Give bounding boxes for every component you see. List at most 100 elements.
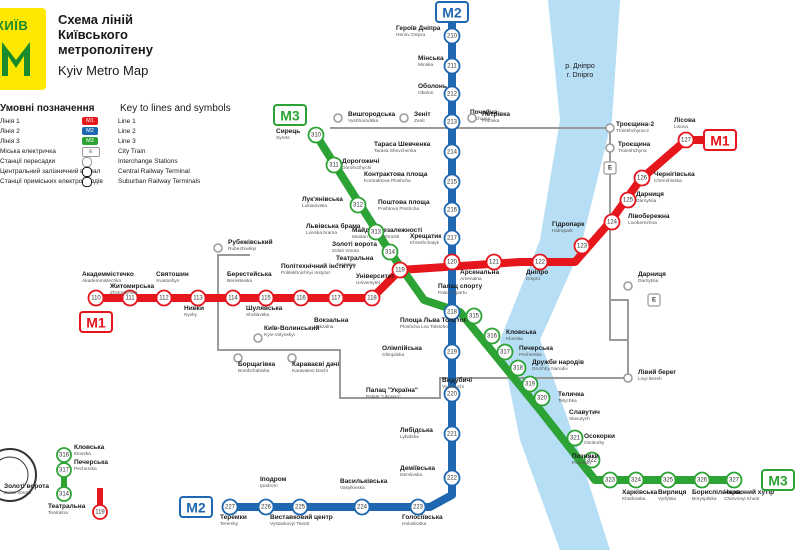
legend-label-en: Central Railway Terminal bbox=[118, 168, 190, 175]
station-number-317: 317 bbox=[500, 350, 511, 356]
train-station-marker bbox=[467, 113, 477, 123]
legend-label-uk: Станції пересадки bbox=[0, 158, 56, 165]
train-station-name: Київ-Волинський bbox=[264, 324, 319, 332]
station-name-en-327: Chervonyi Khutir bbox=[724, 496, 760, 502]
station-marker-325 bbox=[659, 471, 677, 489]
inset-station-number: 317 bbox=[59, 468, 70, 474]
station-number-112: 112 bbox=[159, 296, 169, 302]
station-number-316: 316 bbox=[487, 334, 498, 340]
station-marker-211 bbox=[443, 57, 461, 75]
train-station-marker bbox=[233, 353, 243, 363]
train-station-name-en: Kyiv-Volynskyi bbox=[264, 332, 295, 338]
river-label-uk: р. Дніпро bbox=[565, 62, 595, 70]
legend-heading-uk: Умовні позначення bbox=[0, 103, 95, 114]
legend-label-uk: Лінія 1 bbox=[0, 118, 20, 125]
station-name-en-123: Hidropark bbox=[552, 228, 573, 234]
station-name-en-121: Arsenalna bbox=[460, 276, 482, 282]
station-name-112: Святошин bbox=[156, 271, 189, 278]
station-name-en-118: Universytet bbox=[356, 280, 381, 286]
legend-label-uk: Лінія 3 bbox=[0, 138, 20, 145]
station-marker-217 bbox=[443, 229, 461, 247]
station-name-125: Дарниця bbox=[636, 191, 664, 198]
station-number-322: 322 bbox=[587, 458, 598, 464]
station-number-223: 223 bbox=[413, 505, 424, 511]
station-name-en-126: Chernihivska bbox=[654, 178, 682, 184]
station-name-en-316: Klovska bbox=[506, 336, 523, 342]
river-label-en: r. Dnipro bbox=[567, 72, 594, 79]
train-station-marker bbox=[213, 243, 223, 253]
train-station-name: Борщагівка bbox=[238, 360, 276, 368]
legend-label-en: Interchange Stations bbox=[118, 158, 178, 165]
station-marker-121 bbox=[485, 253, 503, 271]
station-name-216: Поштова площа bbox=[378, 199, 430, 206]
train-station-name-en: Troieshchyna bbox=[618, 148, 647, 154]
station-name-en-317: Pecherska bbox=[519, 352, 542, 358]
station-name-en-310: Syrets bbox=[276, 135, 290, 141]
station-name-127: Лісова bbox=[674, 116, 696, 124]
train-station-name-en: Vyshhorodska bbox=[348, 118, 379, 124]
station-marker-125 bbox=[619, 191, 637, 209]
inset-station-marker bbox=[56, 462, 72, 478]
station-name-en-320: Telychka bbox=[558, 398, 577, 404]
station-number-123: 123 bbox=[577, 244, 588, 250]
station-name-en-117: Vokzalna bbox=[314, 324, 334, 330]
line-m1 bbox=[96, 136, 720, 302]
station-name-110: Академмістечко bbox=[82, 270, 134, 278]
station-name-122: Дніпро bbox=[526, 268, 548, 276]
station-marker-311 bbox=[325, 156, 343, 174]
station-number-217: 217 bbox=[447, 236, 458, 242]
city-seal-icon bbox=[0, 448, 37, 502]
station-name-116: Політехнічний інститут bbox=[281, 262, 356, 270]
station-name-312: Лук'янівська bbox=[302, 195, 343, 203]
station-name-126: Чернігівська bbox=[654, 170, 695, 178]
badge-m1-right: M1 bbox=[710, 133, 730, 149]
station-name-en-220: Palats "Ukraina" bbox=[366, 394, 401, 400]
station-number-312: 312 bbox=[353, 203, 364, 209]
station-name-en-116: Politekhnichnyi Instytut bbox=[281, 270, 330, 276]
station-marker-226 bbox=[257, 498, 275, 516]
station-name-en-227: Teremky bbox=[220, 521, 239, 527]
station-name-en-326: Boryspilska bbox=[692, 496, 717, 502]
station-name-en-110: Akademmistechko bbox=[82, 278, 122, 284]
station-name-113: Нивки bbox=[184, 305, 204, 312]
badge-m3-top-frame bbox=[273, 104, 307, 126]
inset-station-marker bbox=[56, 486, 72, 502]
station-name-en-119: Teatralna bbox=[336, 262, 356, 268]
station-name-en-223: Holosiivska bbox=[402, 521, 427, 527]
metro-m-icon bbox=[2, 42, 30, 76]
station-name-en-322: Osokorky bbox=[584, 440, 605, 446]
station-name-en-216: Poshtova Ploshcha bbox=[378, 206, 419, 212]
station-number-318: 318 bbox=[513, 366, 524, 372]
map-title-en: Kyiv Metro Map bbox=[58, 63, 149, 78]
train-station-name: Троєщина bbox=[618, 141, 651, 148]
station-number-314: 314 bbox=[385, 250, 396, 256]
station-name-en-215: Kontraktova Ploshcha bbox=[364, 178, 411, 184]
station-number-121: 121 bbox=[489, 260, 500, 266]
inset-station-name-en: Pecherska bbox=[74, 466, 97, 472]
station-name-219: Олімпійська bbox=[382, 344, 422, 352]
badge-m2-bottom-frame bbox=[179, 496, 213, 518]
station-marker-326 bbox=[693, 471, 711, 489]
station-name-120: Хрещатик bbox=[410, 233, 442, 240]
station-marker-317 bbox=[496, 343, 514, 361]
station-marker-127 bbox=[677, 131, 695, 149]
station-name-en-213: Pochaina bbox=[470, 116, 490, 122]
station-marker-221 bbox=[443, 425, 461, 443]
legend-symbol: M3 bbox=[82, 137, 98, 145]
station-marker-314 bbox=[381, 243, 399, 261]
station-name-324: Харківська bbox=[622, 488, 658, 496]
badge-m2-top-frame bbox=[435, 1, 469, 23]
station-name-en-210: Heroiv Dnipra bbox=[396, 32, 426, 38]
train-station-name-en: Livyi Bereh bbox=[638, 376, 662, 382]
map-header: КИЇВ Схема ліній Київського метрополітен… bbox=[0, 0, 230, 90]
station-number-211: 211 bbox=[447, 64, 457, 70]
station-name-225: Виставковий центр bbox=[270, 513, 333, 521]
station-name-en-312: Lukianivska bbox=[302, 203, 327, 209]
station-name-224: Васильківська bbox=[340, 477, 388, 485]
city-train-letter: E bbox=[608, 166, 612, 172]
